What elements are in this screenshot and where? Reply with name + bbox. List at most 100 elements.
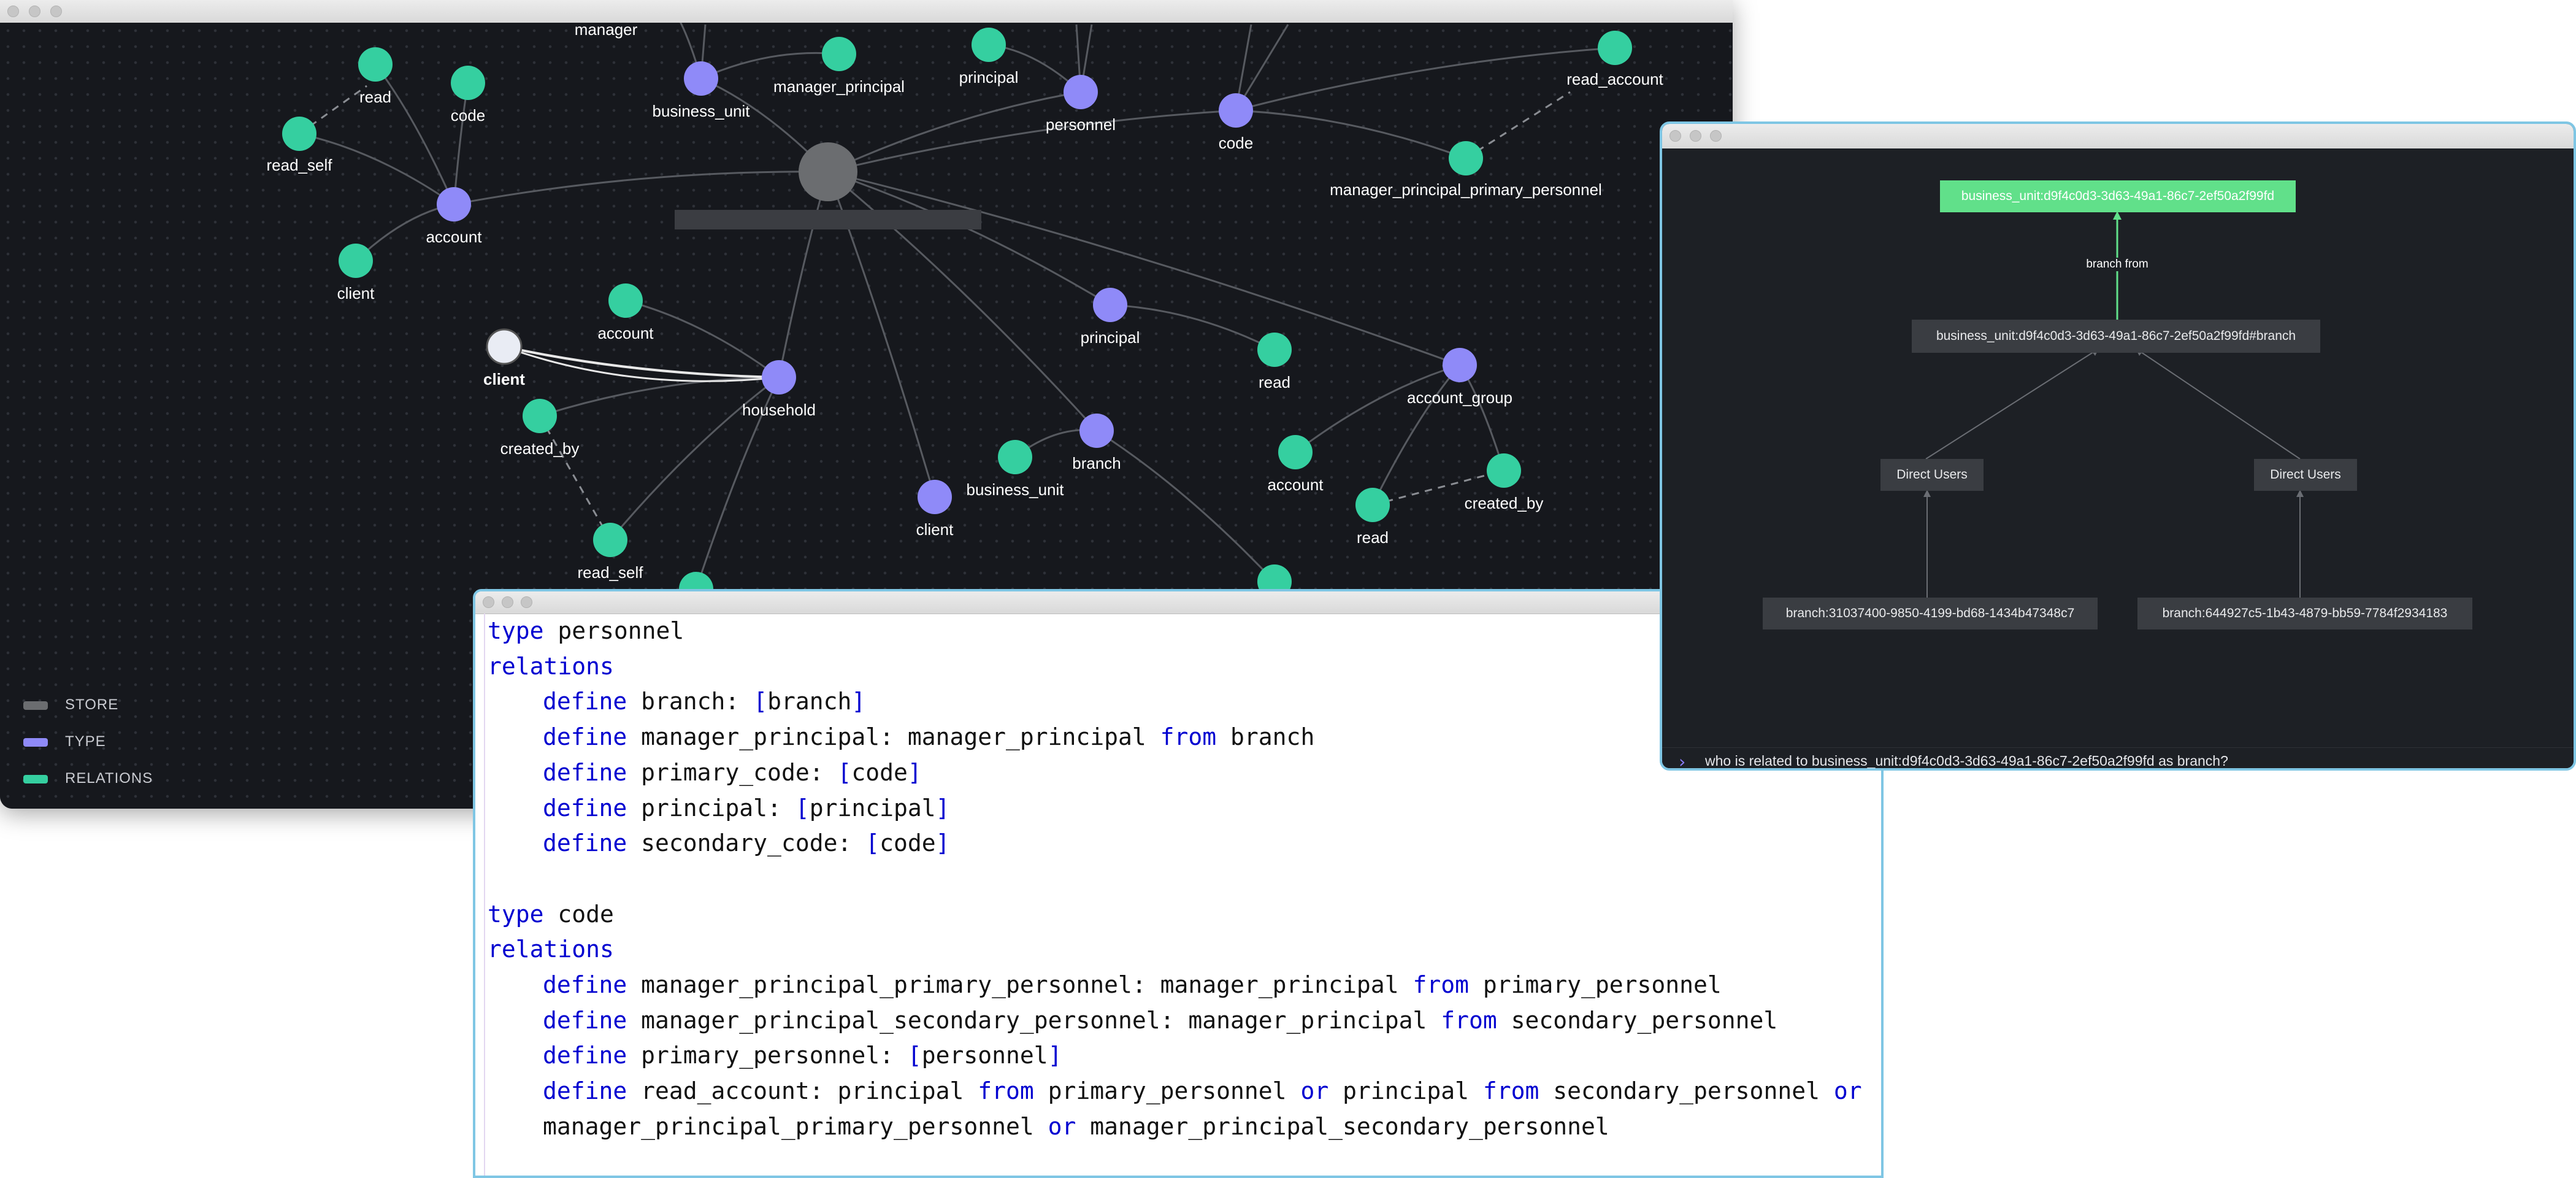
code-keyword: relations	[488, 652, 614, 680]
close-dot-icon[interactable]	[7, 6, 19, 17]
code-keyword: define	[543, 830, 627, 857]
code-keyword: [	[865, 830, 880, 857]
graph-node-type[interactable]	[1219, 93, 1253, 128]
root-object-node[interactable]: business_unit:d9f4c0d3-3d63-49a1-86c7-2e…	[1940, 180, 2296, 212]
graph-edge	[1295, 364, 1460, 453]
graph-edge	[1235, 109, 1466, 160]
graph-node-relation[interactable]	[1487, 453, 1521, 488]
code-keyword: or	[1833, 1077, 1862, 1105]
minimize-dot-icon[interactable]	[29, 6, 40, 17]
code-line: define read_account: principal from prim…	[488, 1074, 1862, 1109]
editor-window-titlebar[interactable]	[475, 591, 1881, 614]
code-keyword: [	[753, 688, 768, 715]
minimize-dot-icon[interactable]	[502, 596, 513, 608]
code-token: secondary_personnel	[1539, 1077, 1834, 1105]
graph-node-relation[interactable]	[1278, 435, 1313, 469]
code-token: primary_personnel	[1033, 1077, 1301, 1105]
graph-node-relation[interactable]	[972, 28, 1006, 62]
graph-node-type[interactable]	[1443, 348, 1477, 382]
graph-node-relation[interactable]	[282, 117, 316, 151]
graph-node-label: read	[1259, 373, 1290, 391]
legend-store-swatch	[23, 701, 48, 710]
code-keyword: from	[1413, 971, 1469, 999]
graph-node-store[interactable]	[799, 142, 857, 201]
code-keyword: from	[1482, 1077, 1539, 1105]
graph-node-relation[interactable]	[1449, 141, 1483, 175]
graph-node-relation[interactable]	[1598, 31, 1632, 65]
direct-users-node-right[interactable]: Direct Users	[2254, 459, 2357, 491]
graph-edge	[625, 299, 780, 379]
graph-node-label: principal	[959, 68, 1019, 87]
query-input[interactable]: who is related to business_unit:d9f4c0d3…	[1705, 753, 2228, 769]
graph-node-label: household	[742, 401, 816, 419]
code-line: define manager_principal_secondary_perso…	[488, 1003, 1862, 1039]
graph-node-type[interactable]	[437, 187, 471, 221]
graph-node-relation[interactable]	[451, 66, 485, 100]
query-result-tree: business_unit:d9f4c0d3-3d63-49a1-86c7-2e…	[1662, 148, 2574, 768]
graph-node-relation[interactable]	[822, 37, 856, 71]
graph-node-type[interactable]	[684, 61, 718, 96]
graph-node-selected[interactable]	[486, 328, 523, 365]
code-token: principal:	[627, 794, 795, 822]
zoom-dot-icon[interactable]	[1710, 130, 1722, 142]
legend-store: STORE	[23, 696, 118, 714]
graph-node-label: code	[451, 106, 485, 125]
graph-node-label: branch	[1072, 454, 1121, 472]
graph-node-type[interactable]	[1079, 414, 1114, 448]
graph-node-type[interactable]	[1093, 288, 1127, 322]
edge-label: branch from	[2079, 258, 2155, 271]
query-input-bar[interactable]: ›_ who is related to business_unit:d9f4c…	[1662, 747, 2574, 769]
graph-edge	[1371, 364, 1461, 506]
graph-node-relation[interactable]	[358, 47, 393, 82]
graph-node-relation[interactable]	[1355, 488, 1390, 522]
graph-node-label: manager	[575, 23, 638, 39]
graph-node-relation[interactable]	[593, 523, 627, 557]
query-window-titlebar[interactable]	[1662, 124, 2574, 149]
branch-leaf-node-left[interactable]: branch:31037400-9850-4199-bd68-1434b4734…	[1763, 598, 2098, 629]
legend-relations-swatch	[23, 774, 48, 783]
graph-node-relation[interactable]	[1257, 333, 1292, 367]
zoom-dot-icon[interactable]	[50, 6, 62, 17]
branch-leaf-node-right[interactable]: branch:644927c5-1b43-4879-bb59-7784f2934…	[2137, 598, 2472, 629]
code-keyword: ]	[851, 688, 866, 715]
graph-node-label: account	[426, 228, 482, 246]
graph-node-label: business_unit	[967, 480, 1065, 499]
graph-edge	[1235, 47, 1616, 112]
close-dot-icon[interactable]	[483, 596, 494, 608]
code-token: primary_personnel:	[627, 1042, 908, 1069]
graph-edge	[539, 376, 780, 417]
userset-node[interactable]: business_unit:d9f4c0d3-3d63-49a1-86c7-2e…	[1912, 320, 2320, 353]
direct-users-node-left[interactable]: Direct Users	[1880, 459, 1984, 491]
graph-edge-selected	[504, 345, 780, 382]
legend-type-swatch	[23, 737, 48, 747]
graph-edge-dashed	[539, 415, 611, 541]
graph-edge	[778, 171, 829, 378]
graph-node-type[interactable]	[762, 360, 796, 395]
graph-node-label: account	[597, 324, 654, 342]
graph-node-type[interactable]	[918, 480, 952, 514]
zoom-dot-icon[interactable]	[521, 596, 532, 608]
code-token: primary_personnel	[1468, 971, 1722, 999]
graph-node-relation[interactable]	[608, 283, 643, 318]
graph-node-type[interactable]	[1064, 75, 1098, 109]
graph-edge	[827, 109, 1236, 173]
graph-node-relation[interactable]	[523, 399, 557, 433]
code-token: manager_principal_secondary_personnel	[1076, 1112, 1609, 1140]
graph-node-relation[interactable]	[339, 244, 373, 278]
graph-edge-selected	[504, 345, 780, 379]
code-token: primary_code:	[627, 758, 838, 786]
graph-node-label: account_group	[1407, 388, 1512, 407]
graph-window-titlebar[interactable]	[0, 0, 1733, 23]
graph-node-label: account	[1267, 475, 1324, 494]
close-dot-icon[interactable]	[1669, 130, 1681, 142]
graph-node-label: read_account	[1566, 70, 1663, 88]
graph-node-relation[interactable]	[998, 440, 1032, 474]
code-keyword: type	[488, 900, 544, 928]
graph-edge	[453, 82, 469, 205]
code-token: secondary_code:	[627, 830, 866, 857]
tree-edge	[1925, 350, 2096, 460]
minimize-dot-icon[interactable]	[1690, 130, 1701, 142]
